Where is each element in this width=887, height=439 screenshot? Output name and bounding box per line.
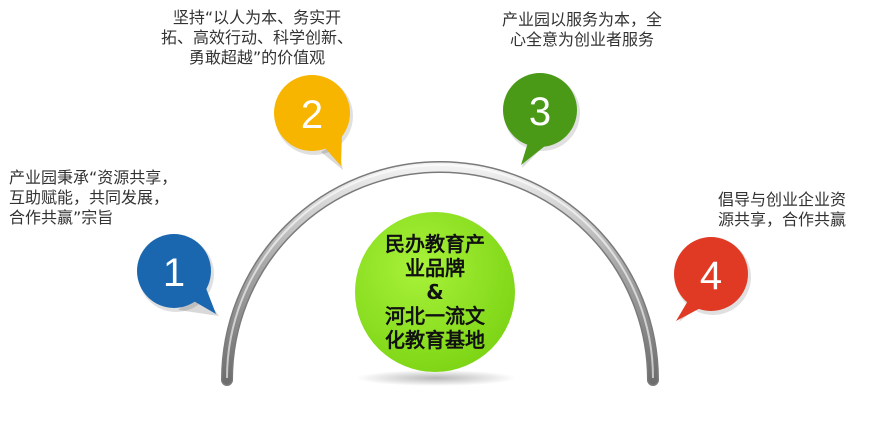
caption-2-line-2: 拓、高效行动、科学创新、 bbox=[160, 28, 353, 47]
pin-1-number: 1 bbox=[163, 251, 185, 295]
pin-4: 4 bbox=[674, 237, 751, 322]
center-title: 民办教育产 业品牌 & 河北一流文 化教育基地 bbox=[356, 232, 514, 352]
pin-2-disc bbox=[274, 75, 350, 151]
caption-4-line-1: 倡导与创业企业资 bbox=[718, 190, 847, 209]
caption-1-line-3: 合作共赢”宗旨 bbox=[9, 208, 114, 227]
pin-3-disc bbox=[503, 73, 577, 147]
center-title-line-4: 河北一流文 bbox=[385, 304, 485, 328]
caption-1-line-2: 互助赋能，共同发展， bbox=[9, 188, 170, 207]
caption-1-line-1: 产业园秉承“资源共享， bbox=[9, 168, 178, 187]
pin-2: 2 bbox=[274, 75, 353, 170]
pin-1-shadow bbox=[178, 292, 219, 316]
pin-1: 1 bbox=[137, 234, 219, 316]
center-title-line-3: & bbox=[426, 280, 444, 304]
pin-1-disc bbox=[137, 234, 211, 308]
caption-1: 产业园秉承“资源共享， 互助赋能，共同发展， 合作共赢”宗旨 bbox=[9, 168, 177, 228]
pin-4-number: 4 bbox=[700, 254, 722, 298]
caption-2: 坚持“以人为本、务实开 拓、高效行动、科学创新、 勇敢超越”的价值观 bbox=[146, 8, 368, 68]
center-circle bbox=[355, 212, 515, 372]
caption-2-line-1: 坚持“以人为本、务实开 bbox=[172, 8, 342, 27]
caption-4: 倡导与创业企业资 源共享，合作共赢 bbox=[718, 190, 846, 230]
caption-3: 产业园以服务为本，全 心全意为创业者服务 bbox=[484, 10, 680, 50]
center-circle-shadow bbox=[356, 370, 516, 386]
pin-4-disc bbox=[674, 237, 748, 311]
caption-4-line-2: 源共享，合作共赢 bbox=[718, 210, 847, 229]
center-title-line-2: 业品牌 bbox=[405, 256, 465, 280]
pin-3: 3 bbox=[503, 73, 580, 168]
pin-3-number: 3 bbox=[529, 90, 551, 134]
arch bbox=[221, 161, 659, 386]
caption-3-line-2: 心全意为创业者服务 bbox=[509, 30, 654, 49]
pin-2-number: 2 bbox=[301, 93, 323, 137]
caption-2-line-3: 勇敢超越”的价值观 bbox=[188, 48, 326, 67]
caption-3-line-1: 产业园以服务为本，全 bbox=[501, 10, 662, 29]
center-title-line-5: 化教育基地 bbox=[385, 328, 485, 352]
center-title-line-1: 民办教育产 bbox=[385, 232, 485, 256]
